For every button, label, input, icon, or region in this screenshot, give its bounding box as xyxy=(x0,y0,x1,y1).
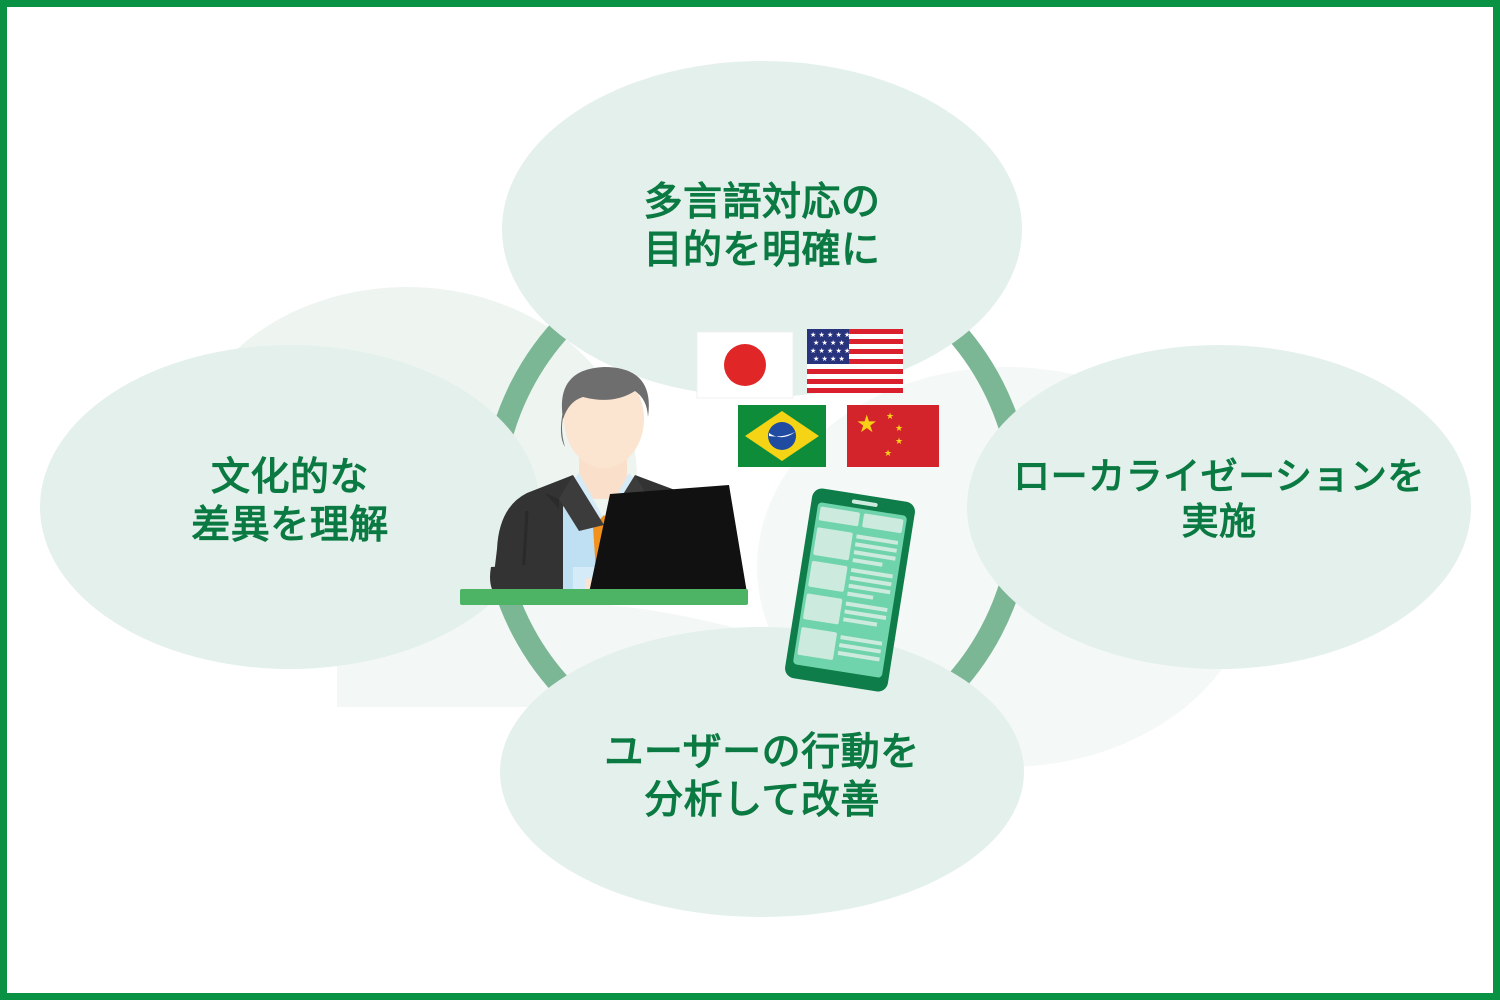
svg-text:★ ★ ★ ★: ★ ★ ★ ★ xyxy=(813,339,845,347)
node-ellipse-left[interactable] xyxy=(40,345,540,669)
svg-text:★ ★ ★ ★ ★: ★ ★ ★ ★ ★ xyxy=(810,331,850,339)
svg-text:★: ★ xyxy=(884,449,892,459)
svg-text:★: ★ xyxy=(886,412,894,422)
svg-text:★: ★ xyxy=(856,410,878,438)
center-illustration: ★ ★ ★ ★ ★ ★ ★ ★ ★ ★ ★ ★ ★ ★ ★ ★ ★ ★ ★ ★ … xyxy=(460,329,939,692)
node-ellipse-top[interactable] xyxy=(502,61,1022,397)
svg-text:★: ★ xyxy=(895,437,903,447)
smartphone-mockup xyxy=(785,488,915,692)
diagram-svg: ★ ★ ★ ★ ★ ★ ★ ★ ★ ★ ★ ★ ★ ★ ★ ★ ★ ★ ★ ★ … xyxy=(40,61,1471,917)
flag-japan xyxy=(696,331,794,399)
desk-bar xyxy=(460,589,748,605)
svg-text:★ ★ ★ ★: ★ ★ ★ ★ xyxy=(813,355,845,363)
svg-text:★ ★ ★ ★ ★: ★ ★ ★ ★ ★ xyxy=(810,347,850,355)
flag-usa: ★ ★ ★ ★ ★ ★ ★ ★ ★ ★ ★ ★ ★ ★ ★ ★ ★ ★ xyxy=(807,329,903,393)
node-ellipse-bottom[interactable] xyxy=(500,627,1024,917)
flag-brazil xyxy=(738,405,826,467)
laptop-icon xyxy=(589,485,747,601)
svg-text:★: ★ xyxy=(895,424,903,434)
flag-china: ★ ★ ★ ★ ★ xyxy=(847,405,939,467)
node-ellipse-right[interactable] xyxy=(967,345,1471,669)
